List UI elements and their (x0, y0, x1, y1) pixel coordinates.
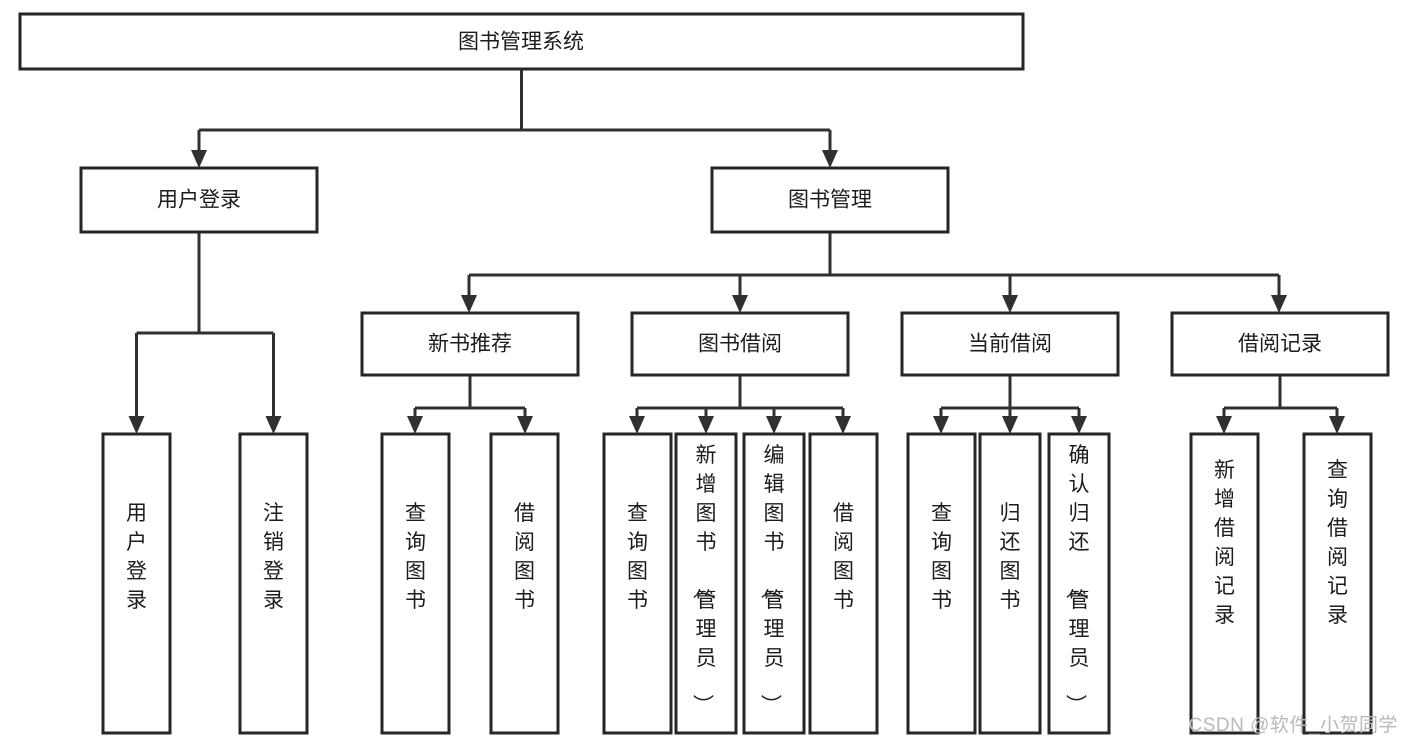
arrowhead-user-login (191, 150, 207, 168)
node-leaf-add-record-box[interactable] (1189, 432, 1260, 735)
arrowhead-new-book-rec (461, 295, 477, 313)
node-leaf-logout-label: 注销登录 (263, 502, 284, 612)
node-leaf-edit-book[interactable]: 编辑图书（管理员） (742, 432, 806, 735)
node-leaf-query-book-1[interactable]: 查询图书 (380, 432, 451, 735)
node-borrow-record[interactable]: 借阅记录 (1170, 311, 1390, 377)
node-leaf-query-book-1-box[interactable] (380, 432, 451, 735)
node-leaf-add-book[interactable]: 新增图书（管理员） (674, 432, 738, 735)
nodes-layer: 图书管理系统 用户登录 图书管理 新书推荐 图书借阅 (18, 12, 1390, 735)
node-leaf-add-record-label: 新增借阅记录 (1214, 459, 1235, 627)
arrowhead-leaf-confirm-return (1071, 416, 1087, 434)
arrowhead-leaf-edit-book (766, 416, 782, 434)
node-user-login-box[interactable] (79, 166, 319, 234)
node-leaf-borrow-book-2[interactable]: 借阅图书 (808, 432, 879, 735)
node-new-book-rec[interactable]: 新书推荐 (360, 311, 580, 377)
node-leaf-borrow-book-1-box[interactable] (489, 432, 560, 735)
node-book-manage-label: 图书管理 (788, 189, 872, 212)
node-leaf-query-book-2-box[interactable] (602, 432, 673, 735)
node-leaf-borrow-book-1-label: 借阅图书 (514, 502, 535, 612)
node-leaf-query-book-3-box[interactable] (906, 432, 977, 735)
node-leaf-add-record[interactable]: 新增借阅记录 (1189, 432, 1260, 735)
node-leaf-return-book-label: 归还图书 (1000, 502, 1021, 612)
node-current-borrow-label: 当前借阅 (968, 333, 1052, 356)
node-leaf-confirm-return[interactable]: 确认归还（管理员） (1047, 432, 1111, 735)
node-book-manage[interactable]: 图书管理 (710, 166, 950, 234)
node-leaf-borrow-book-2-label: 借阅图书 (833, 502, 854, 612)
node-leaf-user-login-box[interactable] (101, 432, 172, 735)
arrowhead-leaf-logout (265, 416, 282, 434)
node-root[interactable]: 图书管理系统 (18, 12, 1025, 71)
arrowhead-book-manage (822, 150, 838, 168)
arrowhead-leaf-add-record (1216, 416, 1232, 434)
arrowhead-book-borrow (732, 295, 748, 313)
node-leaf-query-book-2-label: 查询图书 (627, 502, 648, 612)
node-root-box[interactable] (18, 12, 1025, 71)
node-leaf-return-book[interactable]: 归还图书 (978, 432, 1042, 735)
node-leaf-user-login[interactable]: 用户登录 (101, 432, 172, 735)
node-leaf-query-book-3[interactable]: 查询图书 (906, 432, 977, 735)
node-user-login-label: 用户登录 (157, 189, 241, 212)
node-user-login[interactable]: 用户登录 (79, 166, 319, 234)
node-leaf-query-record[interactable]: 查询借阅记录 (1302, 432, 1373, 735)
node-new-book-rec-box[interactable] (360, 311, 580, 377)
node-borrow-record-label: 借阅记录 (1238, 333, 1322, 356)
node-leaf-query-record-label: 查询借阅记录 (1327, 459, 1348, 627)
node-current-borrow-box[interactable] (900, 311, 1120, 377)
node-leaf-query-book-2[interactable]: 查询图书 (602, 432, 673, 735)
node-leaf-borrow-book-2-box[interactable] (808, 432, 879, 735)
node-leaf-query-book-1-label: 查询图书 (405, 502, 426, 612)
edges-layer (128, 69, 1345, 434)
node-borrow-record-box[interactable] (1170, 311, 1390, 377)
node-leaf-add-book-box[interactable] (674, 432, 738, 735)
arrowhead-leaf-query-book-2 (629, 416, 645, 434)
node-leaf-edit-book-label: 编辑图书（管理员） (759, 444, 785, 715)
node-leaf-query-book-3-label: 查询图书 (931, 502, 952, 612)
arrowhead-leaf-return-book (1002, 416, 1018, 434)
node-leaf-logout-box[interactable] (238, 432, 309, 735)
csdn-watermark: CSDN @软件_小贺同学 (1189, 714, 1398, 736)
node-book-manage-box[interactable] (710, 166, 950, 234)
node-new-book-rec-label: 新书推荐 (428, 333, 512, 356)
node-root-label: 图书管理系统 (458, 31, 584, 54)
arrowhead-leaf-borrow-book-2 (835, 416, 851, 434)
node-leaf-confirm-return-label: 确认归还（管理员） (1064, 444, 1090, 715)
node-leaf-confirm-return-box[interactable] (1047, 432, 1111, 735)
arrowhead-leaf-borrow-book-1 (517, 416, 533, 434)
arrowhead-leaf-add-book (698, 416, 714, 434)
arrowhead-leaf-query-book-3 (933, 416, 949, 434)
arrowhead-current-borrow (1002, 295, 1018, 313)
node-book-borrow-box[interactable] (630, 311, 850, 377)
node-leaf-return-book-box[interactable] (978, 432, 1042, 735)
arrowhead-leaf-user-login (128, 416, 145, 434)
arrowhead-borrow-record (1271, 295, 1287, 313)
node-book-borrow[interactable]: 图书借阅 (630, 311, 850, 377)
node-leaf-edit-book-box[interactable] (742, 432, 806, 735)
node-leaf-query-record-box[interactable] (1302, 432, 1373, 735)
node-leaf-user-login-label: 用户登录 (126, 502, 147, 612)
arrowhead-leaf-query-record (1329, 416, 1345, 434)
arrowhead-leaf-query-book-1 (407, 416, 423, 434)
node-leaf-borrow-book-1[interactable]: 借阅图书 (489, 432, 560, 735)
node-leaf-logout[interactable]: 注销登录 (238, 432, 309, 735)
node-leaf-add-book-label: 新增图书（管理员） (691, 444, 717, 715)
node-current-borrow[interactable]: 当前借阅 (900, 311, 1120, 377)
node-book-borrow-label: 图书借阅 (698, 333, 782, 356)
